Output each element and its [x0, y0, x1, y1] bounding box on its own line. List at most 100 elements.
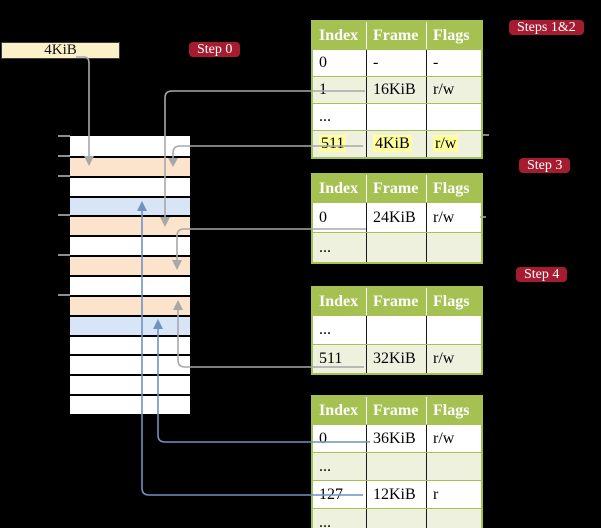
cell-text: r [433, 486, 439, 503]
table-cell: 32KiB [367, 345, 427, 373]
address-tick [58, 135, 70, 137]
table-cell: r/w [427, 425, 481, 452]
table-cell: - [427, 50, 481, 76]
column-header-index: Index [313, 397, 367, 424]
table-cell: 0 [313, 50, 367, 76]
column-header-frame: Frame [367, 175, 427, 202]
cell-text: 1 [319, 81, 327, 98]
cell-text: ... [319, 108, 331, 125]
badge-steps-1-2: Steps 1&2 [509, 20, 584, 35]
memory-frame-row [70, 294, 190, 315]
memory-frame-row [70, 314, 190, 335]
badge-step-0: Step 0 [189, 42, 241, 57]
table-cell [427, 233, 481, 262]
cell-text: r/w [433, 350, 455, 367]
memory-frame-row [70, 215, 190, 236]
table-cell [367, 509, 427, 528]
column-header-flags: Flags [433, 27, 470, 44]
column-header-flags: Flags [433, 180, 470, 197]
table-row: 1 16KiB r/w [313, 76, 481, 103]
column-header-index: Index [313, 175, 367, 202]
cell-text: 24KiB [373, 209, 416, 226]
cell-text: ... [319, 514, 331, 528]
table-row: ... [313, 508, 481, 528]
cell-text: ... [319, 239, 331, 256]
cell-text: - [433, 54, 439, 71]
cell-text: 0 [319, 209, 327, 226]
table-header-row: Index Frame Flags [313, 175, 481, 202]
table-cell: ... [313, 104, 367, 130]
table-cell [367, 316, 427, 344]
memory-frame-row [70, 275, 190, 295]
cell-text: 36KiB [373, 430, 416, 447]
memory-frame-row [70, 255, 190, 275]
table-row: ... [313, 232, 481, 262]
cell-text-highlighted: r/w [433, 135, 459, 152]
cell-text: 511 [319, 350, 343, 367]
address-tick [58, 214, 70, 216]
badge-step-3: Step 3 [519, 158, 571, 173]
table-cell: 36KiB [367, 425, 427, 452]
table-cell: r [427, 481, 481, 508]
page-table-steps-1-2: Index Frame Flags 0 - - 1 16KiB r/w ... … [311, 20, 483, 159]
table-cell: 12KiB [367, 481, 427, 508]
memory-frame-row [70, 374, 190, 395]
memory-frame-row [70, 155, 190, 176]
cell-text: r/w [433, 209, 455, 226]
memory-frame-row [70, 136, 190, 156]
page-table-step-4: Index Frame Flags ... 511 32KiB r/w [311, 286, 483, 375]
cell-text: 127 [319, 486, 343, 503]
table-header-row: Index Frame Flags [313, 397, 481, 424]
table-row: 0 36KiB r/w [313, 424, 481, 452]
table-cell: r/w [427, 345, 481, 373]
table-cell: 0 [313, 425, 367, 452]
table-row: 0 24KiB r/w [313, 202, 481, 232]
memory-frame-row [70, 394, 190, 414]
cell-text: r/w [433, 430, 455, 447]
table-row: 0 - - [313, 49, 481, 76]
table-cell [427, 509, 481, 528]
memory-frame-row [70, 175, 190, 196]
table-cell: 24KiB [367, 203, 427, 232]
memory-frame-row [70, 334, 190, 355]
table-cell: 127 [313, 481, 367, 508]
table-row: ... [313, 103, 481, 130]
table-header-row: Index Frame Flags [313, 288, 481, 315]
cell-text: 32KiB [373, 350, 416, 367]
table-cell [367, 104, 427, 130]
table-cell: r/w [427, 203, 481, 232]
column-header-frame: Frame [367, 397, 427, 424]
memory-frame-row [70, 235, 190, 256]
cell-text-highlighted: 4KiB [373, 135, 412, 152]
cell-text: ... [319, 321, 331, 338]
table-cell: ... [313, 316, 367, 344]
table-cell: ... [313, 509, 367, 528]
cell-text: ... [319, 458, 331, 475]
table-cell: 511 [313, 131, 367, 157]
frame-size-box: 4KiB [1, 42, 120, 59]
table-cell: 1 [313, 77, 367, 103]
address-tick [58, 175, 70, 177]
table-row: 127 12KiB r [313, 480, 481, 508]
table-cell: 4KiB [367, 131, 427, 157]
column-header-frame: Frame [367, 22, 427, 49]
table-cell [367, 233, 427, 262]
cell-text: 16KiB [373, 81, 416, 98]
table-cell [427, 453, 481, 480]
column-header-index: Index [313, 288, 367, 315]
physical-memory-stack [70, 136, 190, 414]
table-row: ... [313, 315, 481, 344]
table-row: 511 32KiB r/w [313, 344, 481, 373]
memory-frame-row [70, 195, 190, 216]
column-header-flags: Flags [433, 293, 470, 310]
table-header-row: Index Frame Flags [313, 22, 481, 49]
page-table-step-3: Index Frame Flags 0 24KiB r/w ... [311, 173, 483, 264]
table-row-highlighted: 511 4KiB r/w [313, 130, 481, 157]
badge-step-4: Step 4 [516, 267, 568, 282]
cell-text: 12KiB [373, 486, 416, 503]
table-cell [427, 104, 481, 130]
cell-text: - [373, 54, 379, 71]
frame-size-label: 4KiB [44, 42, 77, 58]
table-cell: ... [313, 453, 367, 480]
